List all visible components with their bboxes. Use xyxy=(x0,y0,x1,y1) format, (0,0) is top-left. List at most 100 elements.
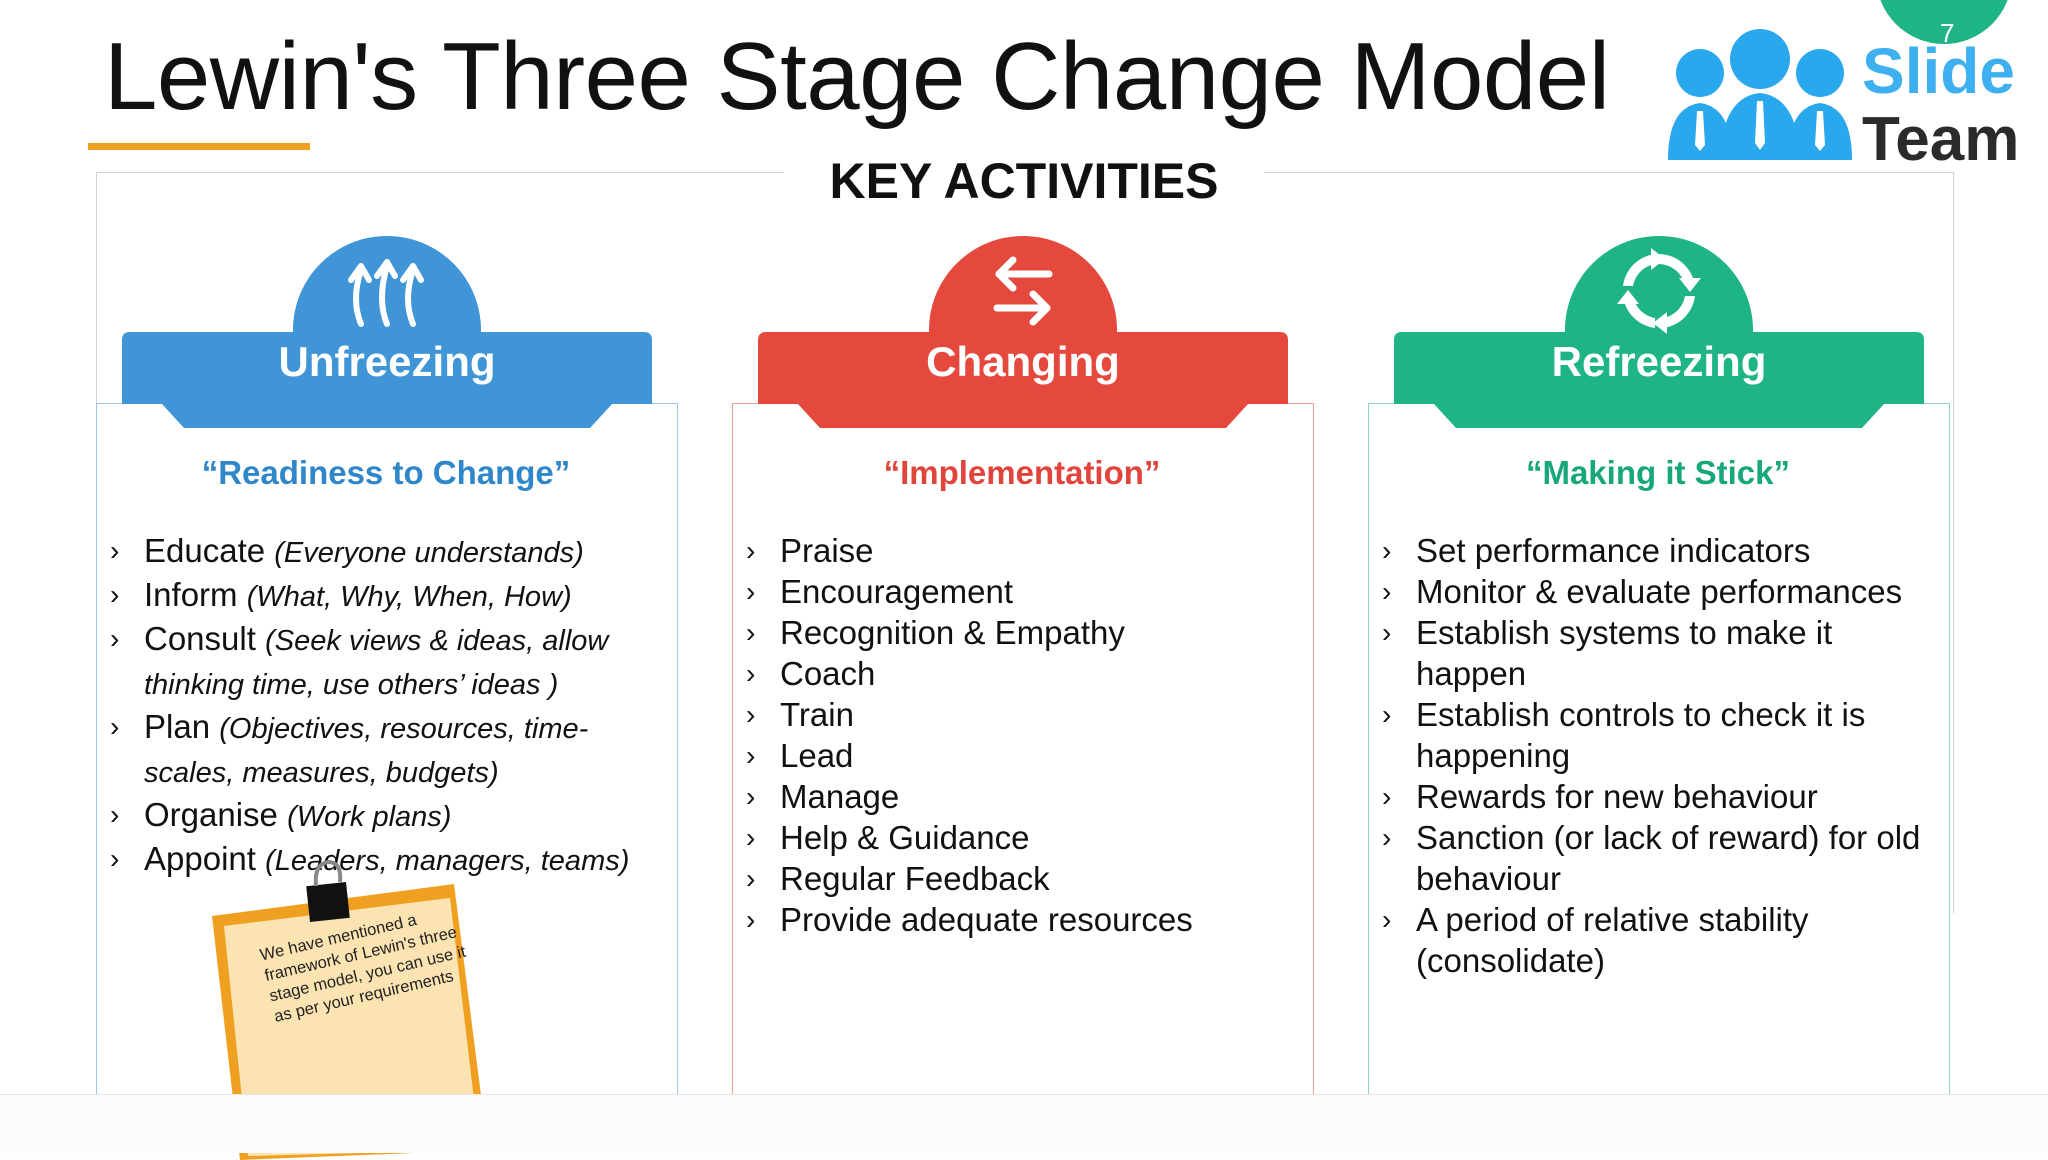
changing-panel xyxy=(732,403,1314,1125)
activity-text: Recognition & Empathy xyxy=(780,614,1125,651)
changing-activity-list: › Praise › Encouragement › Recognition & Em… xyxy=(746,530,1306,940)
activity-main: Consult xyxy=(144,620,256,657)
list-item: › Plan (Objectives, resources, time-scale… xyxy=(110,706,670,794)
stage-subtitle-changing: “Implementation” xyxy=(883,454,1161,491)
list-item: › Set performance indicators xyxy=(1382,530,1942,571)
list-item: › Train xyxy=(746,694,1306,735)
list-item: › Manage xyxy=(746,776,1306,817)
list-item: › Recognition & Empathy xyxy=(746,612,1306,653)
list-item: › Lead xyxy=(746,735,1306,776)
chevron-right-icon: › xyxy=(1382,904,1392,935)
chevron-right-icon: › xyxy=(1382,617,1392,648)
list-item: › Provide adequate resources xyxy=(746,899,1306,940)
chevron-right-icon: › xyxy=(746,576,756,607)
activity-text: Regular Feedback xyxy=(780,860,1050,897)
activity-text: Establish systems to make it happen xyxy=(1416,614,1833,692)
chevron-right-icon: › xyxy=(110,579,120,610)
footer-strip xyxy=(0,1094,2048,1153)
list-item: › Rewards for new behaviour xyxy=(1382,776,1942,817)
chevron-right-icon: › xyxy=(110,535,120,566)
activity-text: Monitor & evaluate performances xyxy=(1416,573,1903,610)
stage-title-changing: Changing xyxy=(926,338,1120,385)
chevron-right-icon: › xyxy=(110,711,120,742)
binder-clip-icon xyxy=(306,860,350,922)
activity-text: Set performance indicators xyxy=(1416,532,1811,569)
activity-note: (What, Why, When, How) xyxy=(246,581,572,613)
chevron-right-icon: › xyxy=(746,863,756,894)
refreezing-panel xyxy=(1368,403,1950,1125)
list-item: › Regular Feedback xyxy=(746,858,1306,899)
activity-text: Train xyxy=(780,696,854,733)
chevron-right-icon: › xyxy=(746,904,756,935)
list-item: › Help & Guidance xyxy=(746,817,1306,858)
list-item: › Praise xyxy=(746,530,1306,571)
page-number: 7 xyxy=(1940,18,1955,48)
activity-main: Organise xyxy=(144,796,278,833)
activity-note: (Seek views & ideas, allow thinking time… xyxy=(144,625,609,701)
activity-text: Praise xyxy=(780,532,874,569)
list-item: › A period of relative stability (consoli… xyxy=(1382,899,1942,981)
activity-note: (Everyone understands) xyxy=(274,537,584,569)
refreezing-activity-list: › Set performance indicators › Monitor & e… xyxy=(1382,530,1942,981)
chevron-right-icon: › xyxy=(746,781,756,812)
chevron-right-icon: › xyxy=(1382,822,1392,853)
chevron-right-icon: › xyxy=(1382,576,1392,607)
activity-main: Educate xyxy=(144,532,266,569)
chevron-right-icon: › xyxy=(746,740,756,771)
list-item: › Sanction (or lack of reward) for old be… xyxy=(1382,817,1942,899)
activity-text: Coach xyxy=(780,655,876,692)
chevron-right-icon: › xyxy=(110,623,120,654)
chevron-right-icon: › xyxy=(746,617,756,648)
activity-text: Provide adequate resources xyxy=(780,901,1193,938)
activity-main: Inform xyxy=(144,576,238,613)
logo-word-slide: Slide xyxy=(1862,35,2015,107)
slideteam-logo xyxy=(1668,29,1852,160)
slide-title: Lewin's Three Stage Change Model xyxy=(104,23,1610,130)
refreezing-header xyxy=(1394,236,1924,428)
chevron-right-icon: › xyxy=(746,658,756,689)
list-item: › Coach xyxy=(746,653,1306,694)
chevron-right-icon: › xyxy=(1382,781,1392,812)
list-item: › Encouragement xyxy=(746,571,1306,612)
list-item: › Organise (Work plans) xyxy=(110,794,670,838)
list-item: › Establish controls to check it is happe… xyxy=(1382,694,1942,776)
stage-subtitle-refreezing: “Making it Stick” xyxy=(1525,454,1791,491)
swap-arrows-icon xyxy=(993,256,1053,326)
unfreezing-activity-list: › Educate (Everyone understands) › Inform … xyxy=(110,530,670,882)
activity-text: Manage xyxy=(780,778,900,815)
stage-title-refreezing: Refreezing xyxy=(1551,338,1767,385)
activity-main: Appoint xyxy=(144,840,256,877)
activity-text: Encouragement xyxy=(780,573,1013,610)
chevron-right-icon: › xyxy=(746,535,756,566)
activity-text: Sanction (or lack of reward) for old beh… xyxy=(1416,819,1921,897)
activity-text: Establish controls to check it is happen… xyxy=(1416,696,1866,774)
chevron-right-icon: › xyxy=(110,799,120,830)
arrows-up-icon xyxy=(348,259,424,327)
cycle-arrows-icon xyxy=(1617,248,1701,334)
logo-word-team: Team xyxy=(1862,105,2020,174)
stage-subtitle-unfreezing: “Readiness to Change” xyxy=(201,454,571,491)
chevron-right-icon: › xyxy=(746,822,756,853)
changing-header xyxy=(758,236,1288,428)
list-item: › Establish systems to make it happen xyxy=(1382,612,1942,694)
title-underline xyxy=(88,143,310,150)
activity-note: (Objectives, resources, time-scales, mea… xyxy=(144,713,589,789)
chevron-right-icon: › xyxy=(1382,535,1392,566)
chevron-right-icon: › xyxy=(1382,699,1392,730)
list-item: › Monitor & evaluate performances xyxy=(1382,571,1942,612)
section-heading: KEY ACTIVITIES xyxy=(784,152,1264,210)
activity-main: Plan xyxy=(144,708,211,745)
chevron-right-icon: › xyxy=(110,843,120,874)
chevron-right-icon: › xyxy=(746,699,756,730)
activity-text: Lead xyxy=(780,737,854,774)
unfreezing-header xyxy=(122,236,652,428)
activity-text: A period of relative stability (consolid… xyxy=(1416,901,1809,979)
list-item: › Consult (Seek views & ideas, allow thin… xyxy=(110,618,670,706)
activity-note: (Work plans) xyxy=(287,801,452,833)
stage-title-unfreezing: Unfreezing xyxy=(278,338,496,385)
list-item: › Inform (What, Why, When, How) xyxy=(110,574,670,618)
list-item: › Educate (Everyone understands) xyxy=(110,530,670,574)
sticky-note xyxy=(212,860,488,1160)
activity-text: Help & Guidance xyxy=(780,819,1030,856)
activity-text: Rewards for new behaviour xyxy=(1416,778,1818,815)
